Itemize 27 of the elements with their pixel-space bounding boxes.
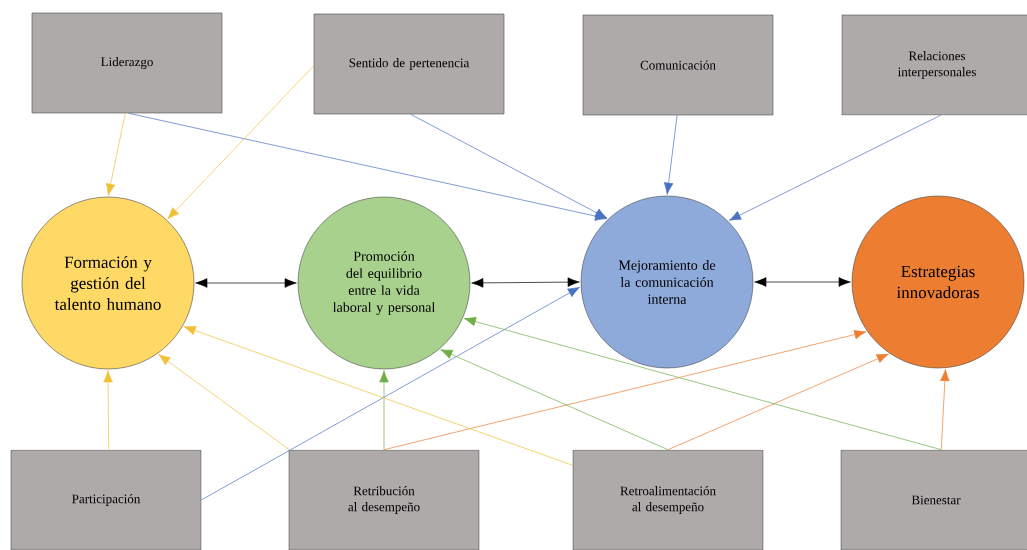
arrow [379,370,389,451]
arrow [410,113,608,219]
arrow [728,114,941,221]
arrow [667,353,889,451]
arrow [471,277,580,288]
factor-box: Bienestar [840,449,1027,550]
factor-box: Relaciones interpersonales [841,14,1027,116]
arrow [754,277,851,287]
arrow [103,370,113,451]
factor-box: Retroalimentación al desempeño [572,449,764,550]
factor-box: Sentido de pertenencia [313,13,505,115]
arrow [167,65,315,220]
factor-box: Liderazgo [31,12,223,114]
arrow [183,325,574,466]
factor-box: Retribución al desempeño [288,449,480,550]
arrow [105,112,126,196]
arrow [200,286,580,501]
arrow [463,316,942,451]
arrow [128,112,608,221]
arrow [940,369,950,451]
arrow [440,349,669,451]
arrow [195,278,297,288]
arrow [158,354,290,451]
factor-box: Participación [10,449,202,550]
arrow [663,114,678,195]
arrow [383,329,867,451]
factor-box: Comunicación [582,14,774,116]
